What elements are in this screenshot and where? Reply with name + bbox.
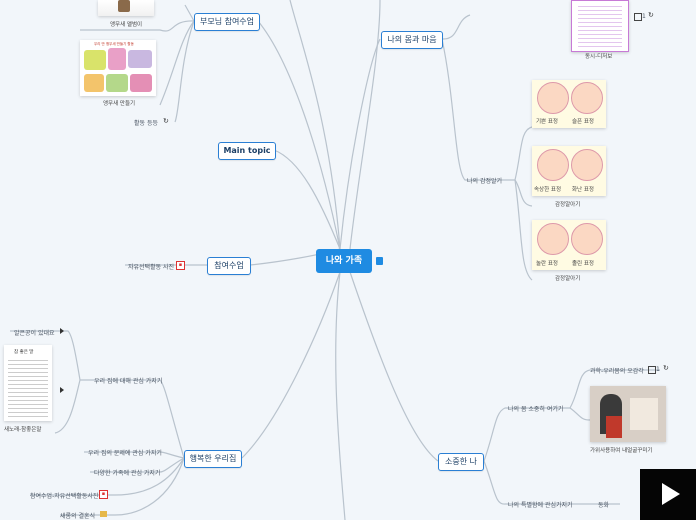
branch-body-mind[interactable]: 나의 몸과 마음 — [381, 31, 443, 49]
emotion-card-2[interactable]: 속상한 표정 화난 표정 — [532, 146, 606, 196]
happy-face-icon — [537, 82, 569, 114]
wedding-item[interactable]: 새롬의 결혼식 — [60, 513, 96, 520]
branch-parent-class[interactable]: 부모님 참여수업 — [194, 13, 260, 31]
note-count: 1 — [642, 13, 646, 20]
face-craft-photo[interactable] — [590, 386, 666, 442]
branch-label: Main topic — [223, 146, 271, 155]
house-interest[interactable]: 우리 집의 문제에 관심 가지기 — [88, 450, 162, 457]
parrot-make-image[interactable]: 우리 반 앵무새 만들기 활동 — [80, 40, 156, 96]
special-item[interactable]: 나의 특별함에 관심가지기 — [508, 502, 573, 509]
parrot-make-caption: 앵무새 만들기 — [103, 101, 136, 107]
emotion-card-3[interactable]: 놀란 표정 졸린 표정 — [532, 220, 606, 270]
face-label: 슬픈 표정 — [572, 119, 594, 125]
face-label: 졸린 표정 — [572, 261, 594, 267]
central-topic[interactable]: 나와 가족 — [316, 249, 372, 273]
emotion-item[interactable]: 나의 감정알기 — [467, 178, 503, 185]
branch-precious-me[interactable]: 소중한 나 — [438, 453, 484, 471]
homework-item[interactable]: 알은공이 있대요 — [14, 330, 55, 337]
branch-label: 참여수업 — [214, 261, 244, 270]
branch-label: 소중한 나 — [445, 457, 477, 466]
family-interest[interactable]: 우리 집에 대해 관심 가지기 — [94, 378, 163, 385]
emotion-caption: 감정알아기 — [555, 202, 581, 208]
link-icon[interactable]: ↻ — [648, 11, 654, 19]
emotion-caption-2: 감정알아기 — [555, 276, 581, 282]
central-topic-label: 나와 가족 — [325, 256, 363, 266]
play-arrow-icon[interactable] — [60, 328, 64, 334]
face-label: 기쁜 표정 — [536, 119, 558, 125]
parrot-card-title: 우리 반 앵무새 만들기 활동 — [94, 42, 134, 46]
various-family[interactable]: 다양한 가족에 관심 가지기 — [94, 470, 161, 477]
science-item[interactable]: 과학-우리몸의 오감각 — [590, 368, 644, 375]
link-icon[interactable]: ↻ — [663, 364, 669, 372]
face-label: 화난 표정 — [572, 187, 594, 193]
letter-title: 참 좋은 말 — [14, 350, 34, 355]
pdf-icon[interactable]: ▪ — [176, 261, 185, 270]
note-icon[interactable] — [376, 257, 383, 265]
letter-image[interactable]: 참 좋은 말 — [4, 345, 52, 421]
sad-face-icon — [571, 82, 603, 114]
branch-happy-house[interactable]: 행복한 우리집 — [184, 450, 242, 468]
poem-caption: 동시-디저보 — [585, 54, 613, 60]
parrot-album-image[interactable] — [98, 0, 154, 16]
branch-main-topic[interactable]: Main topic — [218, 142, 276, 160]
face-craft-caption: 가위사용하여 내얼굴꾸미기 — [590, 448, 653, 454]
note-count: 1 — [656, 366, 660, 373]
letter-caption: 새노래-참좋은말 — [4, 427, 42, 433]
surprised-face-icon — [537, 223, 569, 255]
upset-face-icon — [537, 149, 569, 181]
face-label: 속상한 표정 — [534, 187, 562, 193]
free-activity-photo[interactable]: 자유선택활동 사진 — [128, 264, 175, 271]
activity-etc[interactable]: 활동 등등 — [134, 120, 158, 127]
note-icon[interactable] — [634, 13, 642, 21]
video-play-button[interactable] — [640, 469, 696, 520]
free-activity-photo-2[interactable]: 참여수업-자유선택활동사진 — [30, 493, 99, 500]
branch-label: 행복한 우리집 — [189, 454, 237, 463]
pdf-icon[interactable]: ▪ — [99, 490, 108, 499]
emotion-card-1[interactable]: 기쁜 표정 슬픈 표정 — [532, 80, 606, 128]
face-label: 놀란 표정 — [536, 261, 558, 267]
branch-participation[interactable]: 참여수업 — [207, 257, 251, 275]
link-icon[interactable]: ↻ — [163, 117, 169, 125]
song-item[interactable]: 동화 — [598, 502, 610, 509]
note-icon[interactable] — [648, 366, 656, 374]
branch-label: 나의 몸과 마음 — [387, 35, 437, 44]
image-icon[interactable] — [100, 511, 107, 517]
my-body-item[interactable]: 나의 몸 소중히 여기기 — [508, 406, 564, 413]
play-arrow-icon[interactable] — [60, 387, 64, 393]
sleepy-face-icon — [571, 223, 603, 255]
branch-label: 부모님 참여수업 — [199, 17, 255, 26]
parrot-album-caption: 앵무새 앨범이 — [110, 22, 143, 28]
angry-face-icon — [571, 149, 603, 181]
poem-image[interactable] — [571, 0, 629, 52]
